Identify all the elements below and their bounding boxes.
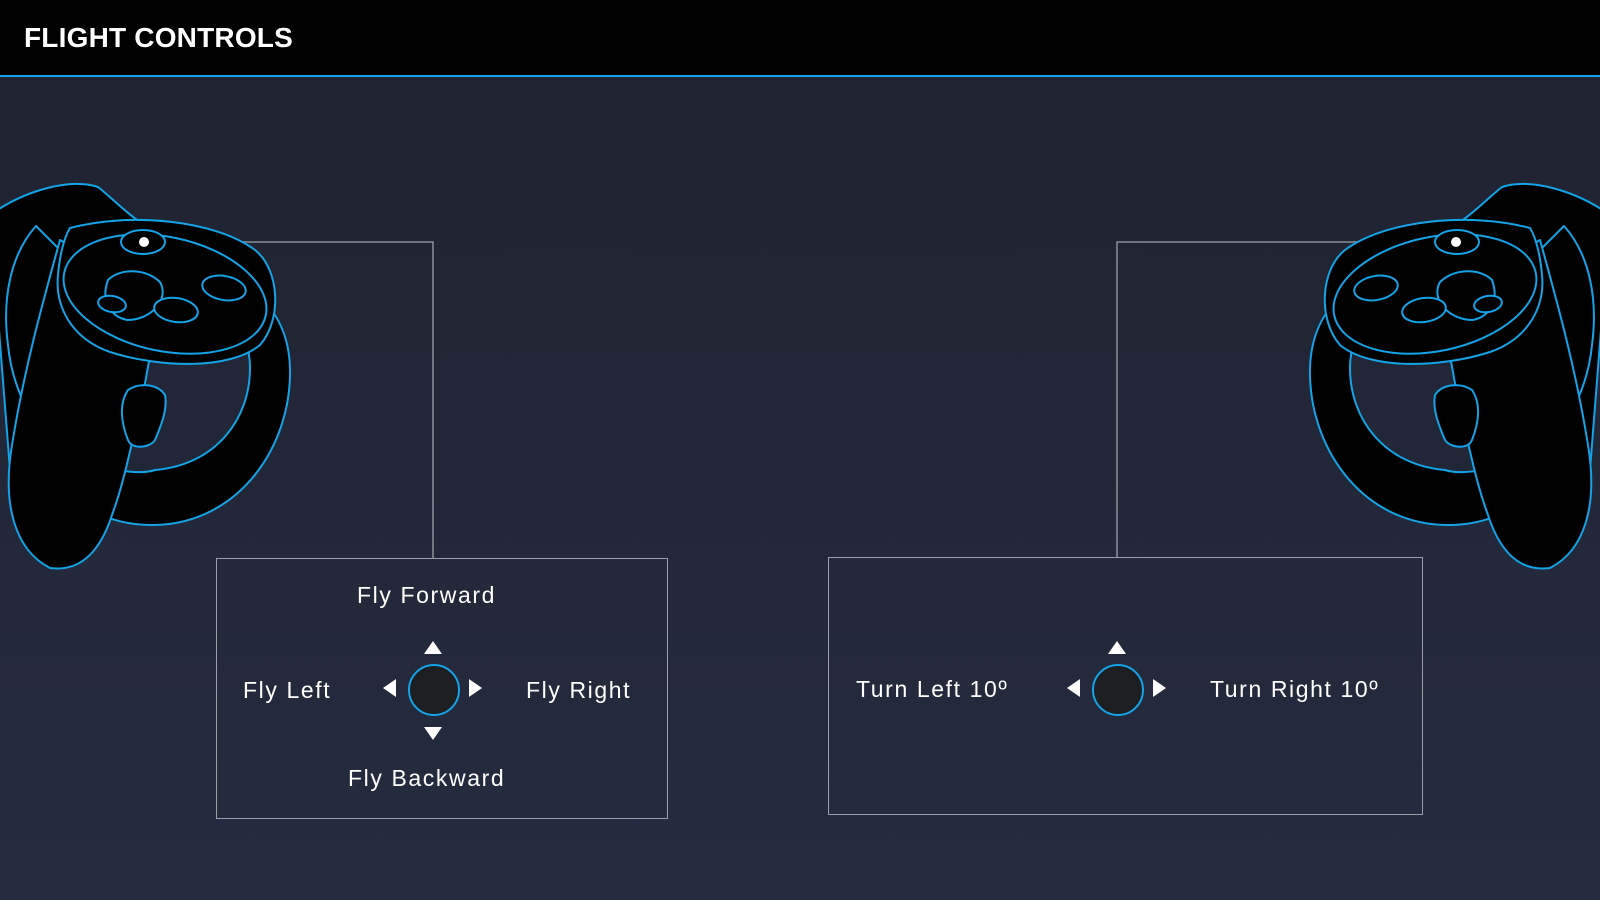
right-leader-line — [1116, 241, 1456, 557]
page-title: FLIGHT CONTROLS — [24, 22, 293, 53]
turn-right-label: Turn Right 10º — [1210, 676, 1380, 702]
turn-left-label: Turn Left 10º — [856, 676, 1009, 702]
arrow-up-icon — [1108, 641, 1126, 654]
vr-controller-right-icon — [1308, 183, 1600, 570]
arrow-right-icon — [1153, 679, 1166, 697]
fly-left-label: Fly Left — [243, 677, 332, 703]
fly-right-label: Fly Right — [526, 677, 632, 703]
arrow-left-icon — [1067, 679, 1080, 697]
fly-backward-label: Fly Backward — [348, 765, 506, 791]
left-leader-line — [180, 241, 434, 558]
right-stick-panel: Turn Left 10º Turn Right 10º — [828, 557, 1423, 815]
thumbstick-icon — [408, 664, 460, 716]
arrow-left-icon — [383, 679, 396, 697]
fly-forward-label: Fly Forward — [357, 582, 497, 608]
arrow-right-icon — [469, 679, 482, 697]
thumbstick-icon — [1092, 664, 1144, 716]
arrow-down-icon — [424, 727, 442, 740]
arrow-up-icon — [424, 641, 442, 654]
vr-controller-left-icon — [0, 183, 292, 570]
header-bar: FLIGHT CONTROLS — [0, 0, 1600, 77]
left-stick-panel: Fly Forward Fly Left Fly Right Fly Backw… — [216, 558, 668, 819]
